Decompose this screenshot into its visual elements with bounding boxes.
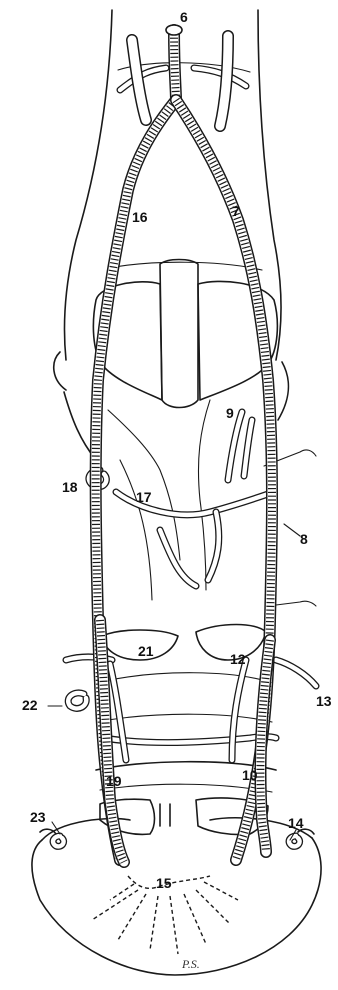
label-13: 13 [316, 693, 332, 709]
labels: 6 7 8 9 10 12 13 14 15 16 17 18 19 21 22… [22, 9, 332, 891]
label-7: 7 [232, 203, 240, 219]
label-17: 17 [136, 489, 152, 505]
label-23: 23 [30, 809, 46, 825]
label-12: 12 [230, 651, 246, 667]
label-10: 10 [242, 767, 258, 783]
label-19: 19 [106, 773, 122, 789]
basal-disc [32, 818, 321, 975]
mid-body-outline [96, 400, 272, 640]
label-22: 22 [22, 697, 38, 713]
artist-signature: P.S. [181, 957, 200, 971]
label-18: 18 [62, 479, 78, 495]
label-8: 8 [300, 531, 308, 547]
label-9: 9 [226, 405, 234, 421]
label-16: 16 [132, 209, 148, 225]
label-6: 6 [180, 9, 188, 25]
label-21: 21 [138, 643, 154, 659]
label-14: 14 [288, 815, 304, 831]
label-15: 15 [156, 875, 172, 891]
